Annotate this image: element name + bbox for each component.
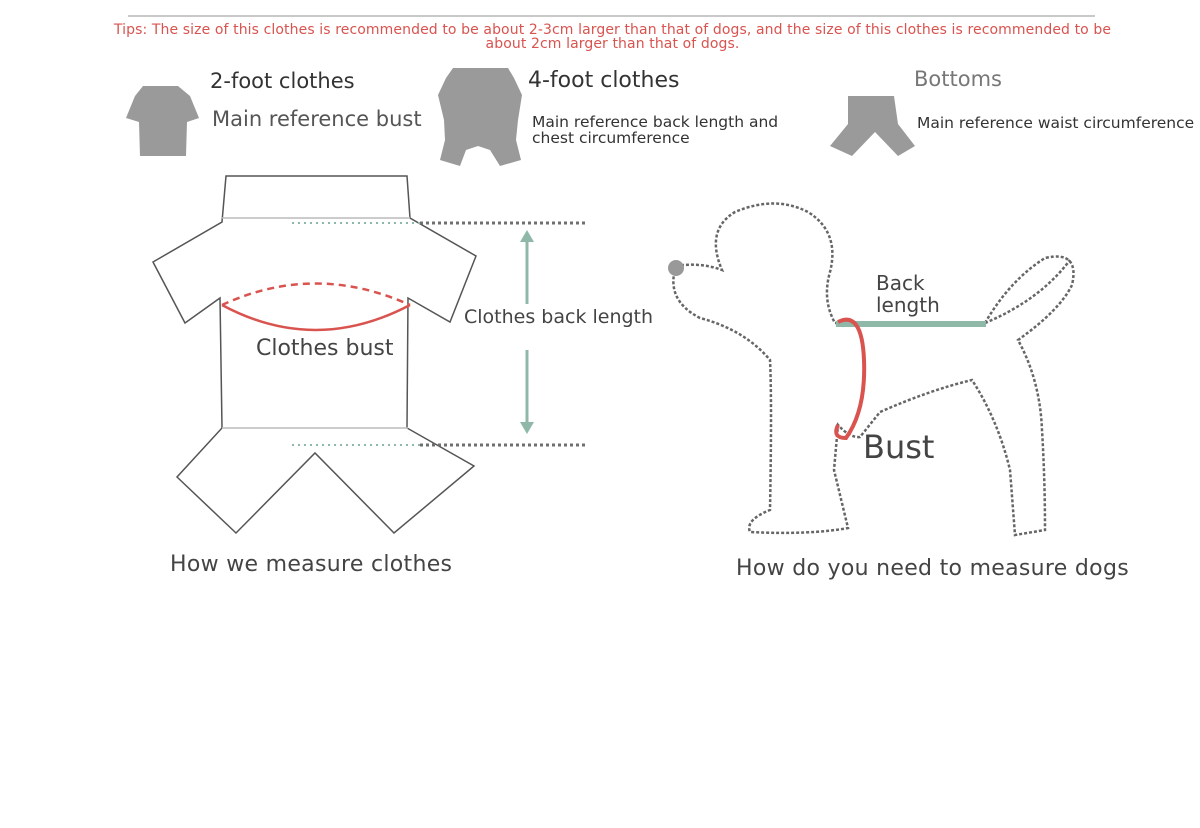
- two-foot-desc: Main reference bust: [212, 107, 422, 131]
- dog-back-length-bar: [836, 321, 986, 327]
- four-foot-desc: Main reference back length and chest cir…: [532, 113, 779, 147]
- dog-bust-label: Bust: [863, 428, 935, 466]
- two-foot-title: 2-foot clothes: [210, 69, 355, 93]
- dog-nose-icon: [668, 260, 684, 276]
- two-leg-shirt-icon: [126, 86, 199, 156]
- bottoms-desc: Main reference waist circumference: [917, 114, 1195, 132]
- top-divider: [128, 15, 1095, 17]
- dog-bust-ring: [834, 317, 867, 441]
- four-foot-title: 4-foot clothes: [528, 68, 680, 93]
- tips-text: Tips: The size of this clothes is recomm…: [113, 22, 1112, 52]
- back-length-arrow: [520, 230, 534, 434]
- clothes-bust-line: [221, 282, 411, 332]
- four-leg-suit-icon: [438, 68, 522, 166]
- clothes-caption: How we measure clothes: [170, 552, 453, 577]
- dog-back-length-label: Back length: [876, 271, 940, 317]
- pants-icon: [830, 96, 915, 156]
- clothes-outline: [152, 175, 477, 535]
- back-length-guides: [292, 222, 420, 446]
- clothes-bust-label: Clothes bust: [256, 336, 394, 361]
- dog-outline: [672, 202, 1075, 537]
- dog-caption: How do you need to measure dogs: [736, 556, 1129, 581]
- clothes-back-length-label: Clothes back length: [464, 306, 654, 328]
- back-length-chain: [420, 221, 588, 447]
- bottoms-title: Bottoms: [914, 67, 1002, 91]
